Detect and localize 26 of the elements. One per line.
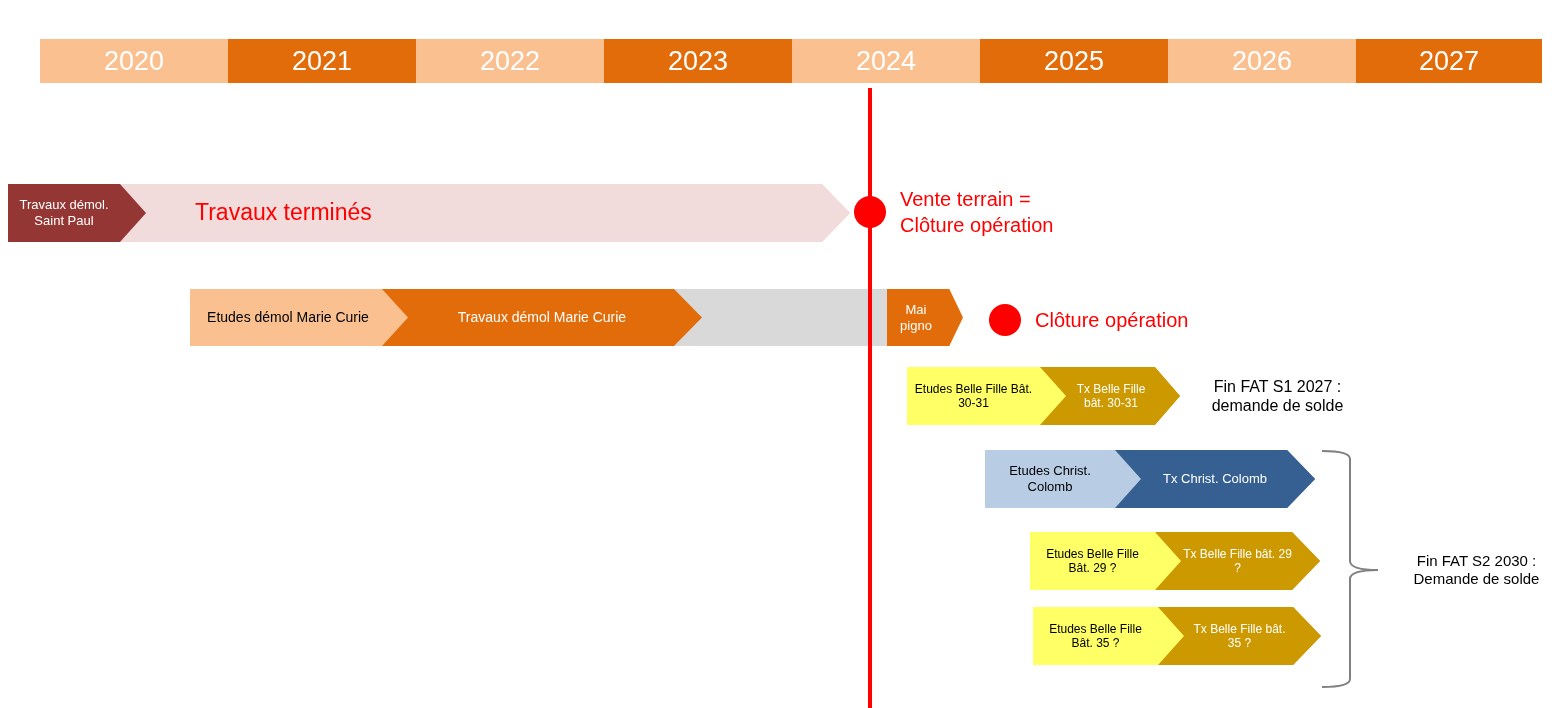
task-block: Etudes Belle Fille Bât. 30-31 <box>907 367 1040 425</box>
timeline-bar <box>702 289 887 346</box>
task-block: Travaux démol Marie Curie <box>382 289 702 346</box>
task-block: Etudes Christ. Colomb <box>985 450 1115 508</box>
task-block: Mai pigno <box>887 289 963 346</box>
task-block: Travaux démol. Saint Paul <box>8 184 120 242</box>
task-block: Tx Belle Fille bât. 35 ? <box>1158 607 1321 665</box>
task-block: Etudes Belle Fille Bât. 35 ? <box>1033 607 1158 665</box>
note-text: Fin FAT S2 2030 : Demande de solde <box>1412 551 1541 589</box>
year-cell: 2022 <box>416 39 604 83</box>
task-block: Travaux terminés <box>120 184 850 242</box>
task-block: Tx Belle Fille bât. 30-31 <box>1040 367 1180 425</box>
task-block: Etudes Belle Fille Bât. 29 ? <box>1030 532 1155 590</box>
year-cell: 2026 <box>1168 39 1356 83</box>
year-cell: 2021 <box>228 39 416 83</box>
milestone-label: Clôture opération <box>1035 308 1190 333</box>
year-cell: 2027 <box>1356 39 1542 83</box>
year-cell: 2023 <box>604 39 792 83</box>
year-cell: 2024 <box>792 39 980 83</box>
year-cell: 2025 <box>980 39 1168 83</box>
task-block: Tx Christ. Colomb <box>1115 450 1315 508</box>
year-cell: 2020 <box>40 39 228 83</box>
task-block: Tx Belle Fille bât. 29 ? <box>1155 532 1320 590</box>
milestone-label: Vente terrain = Clôture opération <box>900 187 1055 238</box>
note-text: Fin FAT S1 2027 : demande de solde <box>1210 376 1345 416</box>
task-block: Etudes démol Marie Curie <box>190 289 382 346</box>
